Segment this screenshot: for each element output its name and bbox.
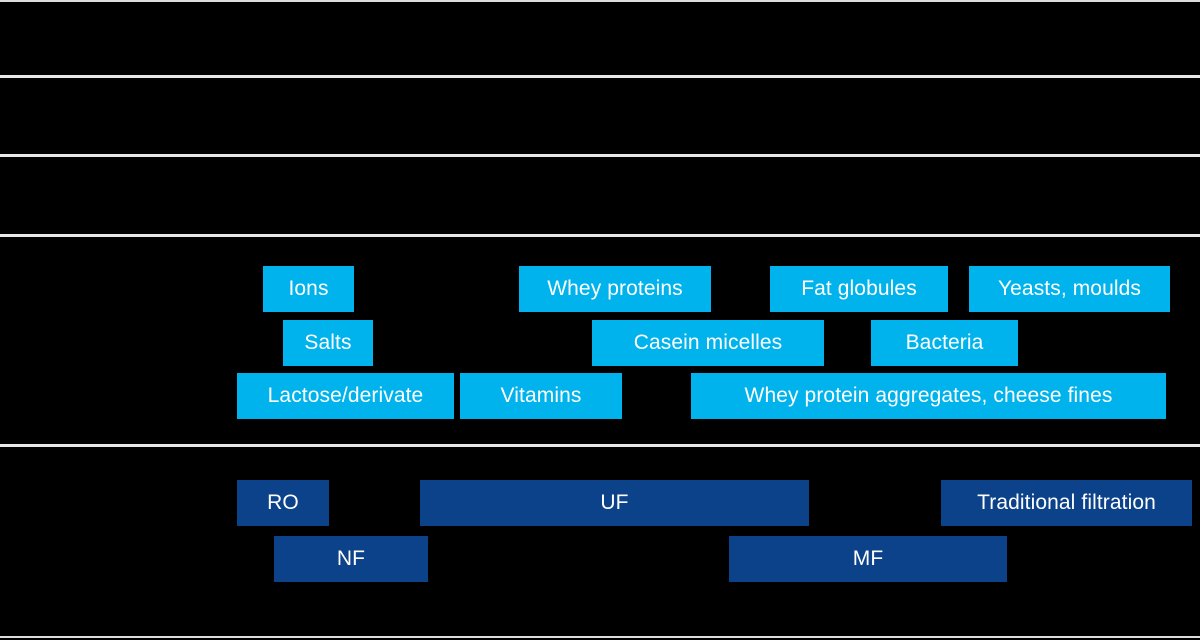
component-box-yeasts-moulds[interactable]: Yeasts, moulds <box>969 266 1170 312</box>
component-box-salts[interactable]: Salts <box>283 320 373 366</box>
technology-box-ro[interactable]: RO <box>237 480 329 526</box>
rule-1 <box>0 75 1200 78</box>
component-box-whey-proteins[interactable]: Whey proteins <box>519 266 711 312</box>
component-box-bacteria[interactable]: Bacteria <box>871 320 1018 366</box>
rule-top <box>0 0 1200 2</box>
component-box-whey-protein-aggregates[interactable]: Whey protein aggregates, cheese fines <box>691 373 1166 419</box>
rule-4 <box>0 444 1200 447</box>
technology-box-nf[interactable]: NF <box>274 536 428 582</box>
technology-box-mf[interactable]: MF <box>729 536 1007 582</box>
rule-3 <box>0 234 1200 237</box>
component-box-casein-micelles[interactable]: Casein micelles <box>592 320 824 366</box>
rule-bottom <box>0 636 1200 638</box>
component-box-vitamins[interactable]: Vitamins <box>460 373 622 419</box>
technology-box-uf[interactable]: UF <box>420 480 809 526</box>
component-box-fat-globules[interactable]: Fat globules <box>770 266 948 312</box>
component-box-lactose-derivate[interactable]: Lactose/derivate <box>237 373 454 419</box>
technology-box-traditional-filtration[interactable]: Traditional filtration <box>941 480 1192 526</box>
component-box-ions[interactable]: Ions <box>263 266 354 312</box>
rule-2 <box>0 154 1200 157</box>
